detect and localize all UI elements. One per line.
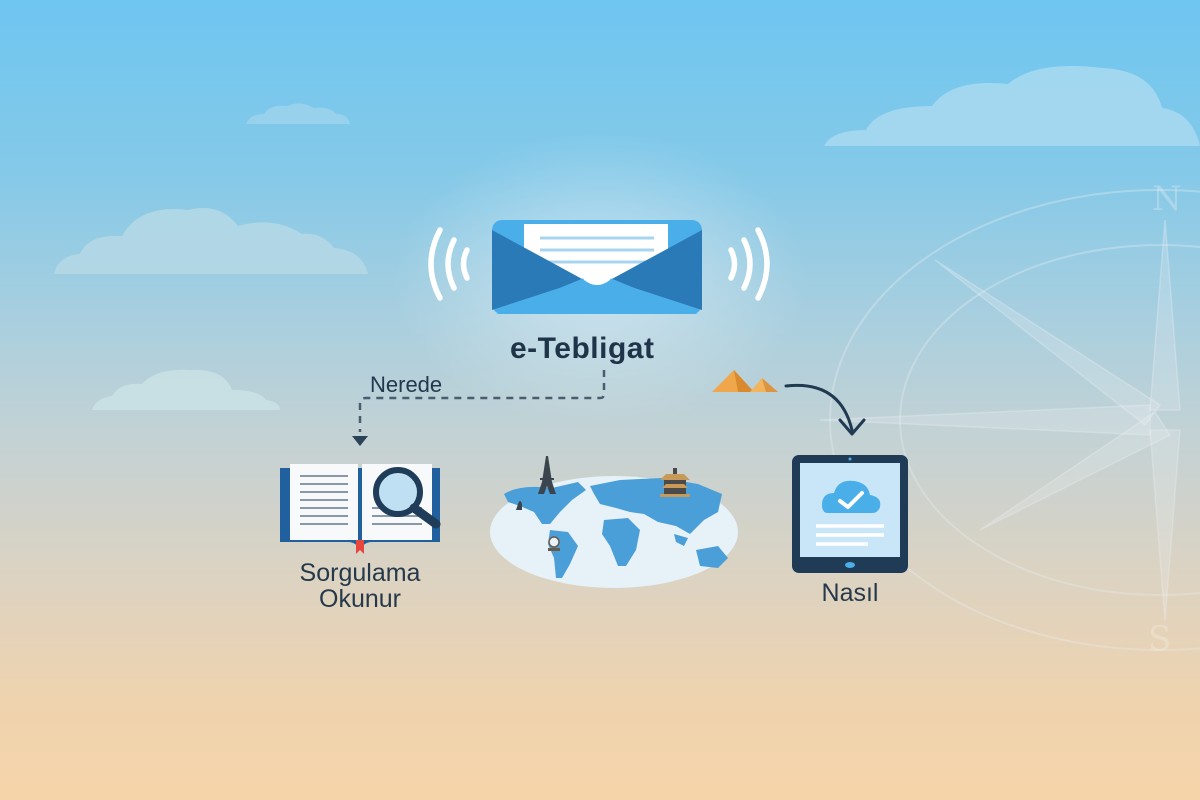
compass-rose-icon: N S: [819, 179, 1200, 659]
pyramids-icon: [712, 370, 778, 392]
dashed-connector: [352, 370, 606, 446]
pagoda-icon: [660, 468, 690, 497]
location-pin-icon: [548, 536, 560, 551]
node-query-label-line2: Okunur: [319, 585, 401, 613]
compass-south-letter: S: [1148, 619, 1171, 659]
arrow-down-icon: [838, 418, 866, 436]
curved-arrow-connector: [784, 383, 866, 436]
checkmark-icon: [838, 491, 864, 509]
cloud-icon: [92, 369, 280, 410]
open-book-magnifier-icon[interactable]: [276, 462, 466, 554]
tablet-cloud-check-icon[interactable]: [792, 455, 908, 573]
node-query-label-line1: Sorgulama: [299, 559, 421, 587]
cloud-icon: [824, 66, 1200, 146]
signal-waves-right-icon: [728, 227, 770, 301]
connector-left-label: Nerede: [370, 372, 443, 397]
arrow-down-icon: [352, 436, 368, 446]
bookmark-icon: [356, 540, 364, 554]
cloud-icon: [54, 208, 368, 274]
world-map-icon[interactable]: [490, 454, 748, 590]
center-title: e-Tebligat: [510, 332, 655, 365]
cloud-icon: [246, 103, 350, 124]
eiffel-tower-icon: [538, 456, 556, 494]
signal-waves-left-icon: [428, 227, 470, 301]
envelope-icon[interactable]: [492, 220, 702, 314]
node-how-label: Nasıl: [821, 579, 879, 607]
compass-north-letter: N: [1152, 179, 1182, 219]
